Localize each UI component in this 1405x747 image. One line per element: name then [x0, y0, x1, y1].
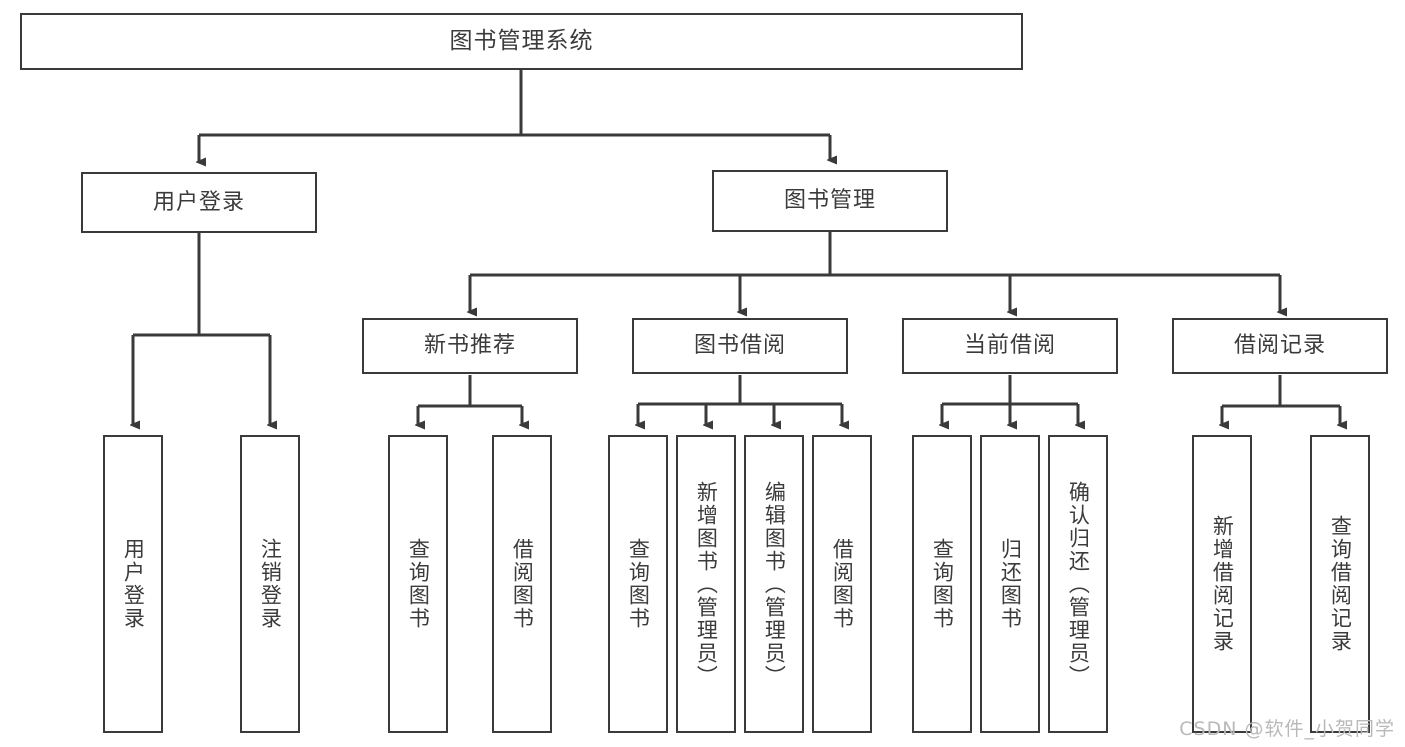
node-label: 借阅图书 [510, 538, 535, 630]
leaf-user-login-login[interactable]: 用户登录 [103, 435, 163, 733]
node-label: 新增借阅记录 [1210, 515, 1235, 653]
node-label: 新增图书（管理员） [694, 480, 719, 688]
node-label: 用户登录 [121, 538, 146, 630]
node-label: 归还图书 [998, 538, 1023, 630]
node-label: 查询借阅记录 [1328, 515, 1353, 653]
node-label: 图书管理 [783, 188, 876, 214]
leaf-current-borrow-confirm-return[interactable]: 确认归还（管理员） [1048, 435, 1108, 733]
node-label: 新书推荐 [423, 333, 516, 359]
node-label: 查询图书 [930, 538, 955, 630]
node-label: 用户登录 [152, 189, 245, 215]
leaf-borrow-records-query-record[interactable]: 查询借阅记录 [1310, 435, 1370, 733]
node-label: 图书管理系统 [449, 28, 594, 55]
node-user-login[interactable]: 用户登录 [81, 172, 317, 233]
node-borrow-records[interactable]: 借阅记录 [1172, 318, 1388, 374]
leaf-current-borrow-query-book[interactable]: 查询图书 [912, 435, 972, 733]
node-label: 借阅图书 [830, 538, 855, 630]
node-label: 注销登录 [258, 538, 283, 630]
node-label: 确认归还（管理员） [1066, 480, 1091, 688]
leaf-book-borrow-add-book[interactable]: 新增图书（管理员） [676, 435, 736, 733]
node-label: 当前借阅 [963, 333, 1056, 359]
node-current-borrow[interactable]: 当前借阅 [902, 318, 1118, 374]
node-label: 图书借阅 [693, 333, 786, 359]
node-label: 编辑图书（管理员） [762, 480, 787, 688]
leaf-current-borrow-return-book[interactable]: 归还图书 [980, 435, 1040, 733]
leaf-new-book-borrow-book[interactable]: 借阅图书 [492, 435, 552, 733]
leaf-book-borrow-edit-book[interactable]: 编辑图书（管理员） [744, 435, 804, 733]
node-label: 借阅记录 [1233, 333, 1326, 359]
leaf-new-book-query-book[interactable]: 查询图书 [388, 435, 448, 733]
node-label: 查询图书 [406, 538, 431, 630]
leaf-book-borrow-borrow-book[interactable]: 借阅图书 [812, 435, 872, 733]
node-label: 查询图书 [626, 538, 651, 630]
leaf-book-borrow-query-book[interactable]: 查询图书 [608, 435, 668, 733]
node-book-borrow[interactable]: 图书借阅 [632, 318, 848, 374]
node-book-management[interactable]: 图书管理 [712, 170, 948, 232]
leaf-user-login-logout[interactable]: 注销登录 [240, 435, 300, 733]
node-new-book-recommend[interactable]: 新书推荐 [362, 318, 578, 374]
node-root-system[interactable]: 图书管理系统 [20, 13, 1023, 70]
leaf-borrow-records-add-record[interactable]: 新增借阅记录 [1192, 435, 1252, 733]
watermark-text: CSDN @软件_小贺同学 [1179, 718, 1395, 740]
